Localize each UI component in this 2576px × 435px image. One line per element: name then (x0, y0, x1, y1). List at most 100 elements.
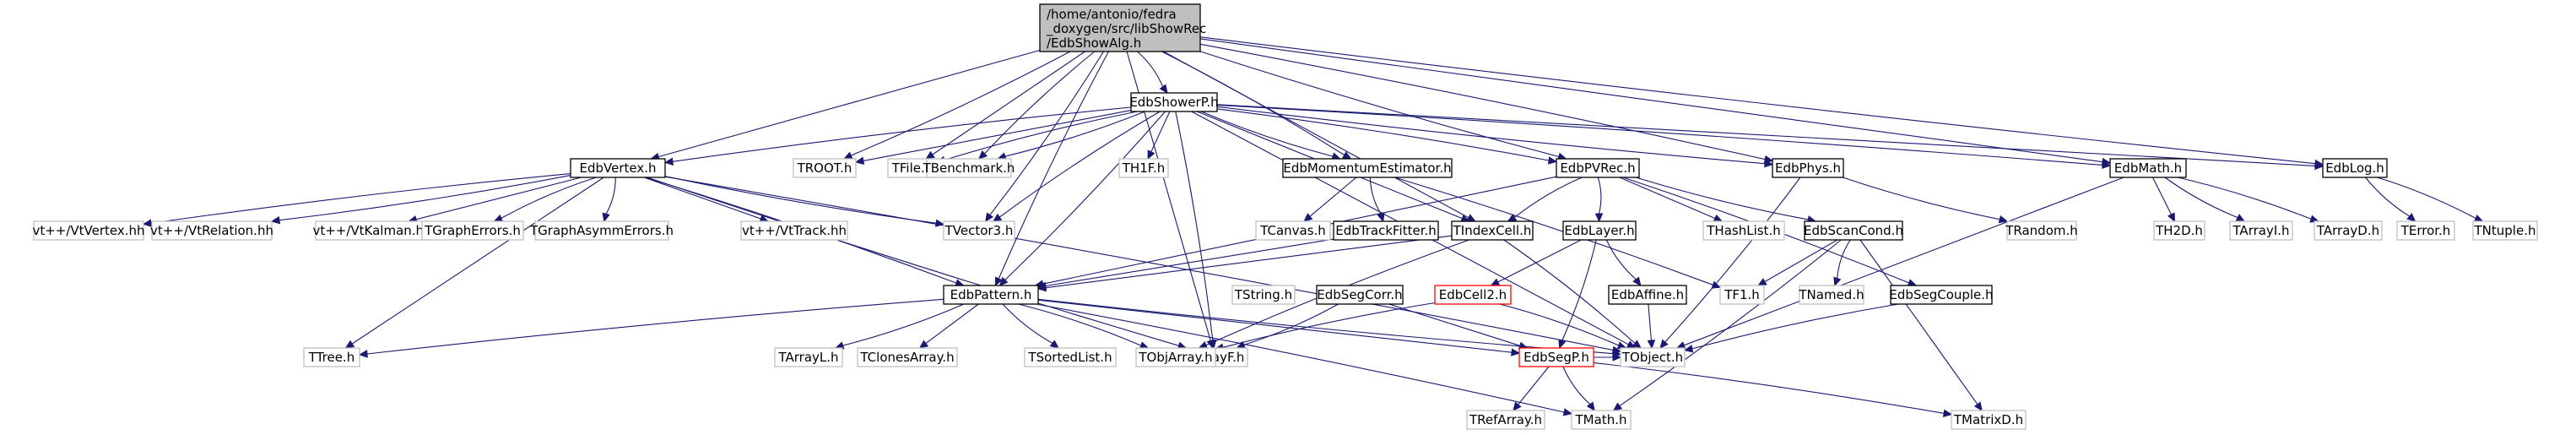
node-edbsegcorr-h[interactable]: EdbSegCorr.h (1316, 285, 1404, 305)
edge-edbshowalg-to-edbphys-h (1199, 43, 1774, 164)
node-label: EdbLayer.h (1564, 223, 1634, 238)
node-label: EdbVertex.h (579, 160, 656, 176)
edge-edbpattern-h-to-tclonesarray-h (918, 303, 979, 349)
node-tobject-h: TObject.h (1620, 347, 1686, 367)
node-label: TGraphErrors.h (424, 223, 521, 238)
node-vtpp-vtrelation-hh: vt++/VtRelation.hh (150, 220, 273, 241)
edge-edbshowalg-to-tvector3-h (985, 51, 1104, 223)
edge-edbshowerp-h-to-edbmath-h (1216, 104, 2112, 170)
node-label: TArrayD.h (2316, 223, 2379, 238)
node-label: TF1.h (1724, 287, 1760, 302)
node-label: TSortedList.h (1027, 350, 1112, 365)
node-edbshowerp-h[interactable]: EdbShowerP.h (1129, 92, 1219, 112)
node-tmatrixd-h: TMatrixD.h (1951, 410, 2027, 430)
node-label: vt++/VtKalman.hh (312, 223, 431, 238)
node-edbmomentumestimator-h[interactable]: EdbMomentumEstimator.h (1282, 158, 1453, 178)
edge-edbvertex-h-to-tgraphasymmerrors-h (602, 177, 616, 223)
node-label: TROOT.h (797, 160, 852, 176)
edge-edbcell2-h-to-tobject-h (1499, 303, 1627, 350)
node-edblayer-h[interactable]: EdbLayer.h (1562, 220, 1637, 241)
edge-edbshowerp-h-to-troot-h (854, 110, 1132, 165)
node-edbshowalg-h: /home/antonio/fedra_doxygen/src/libShowR… (1039, 3, 1206, 52)
edge-edblog-h-to-tntuple-h (2377, 177, 2484, 222)
node-terror-h: TError.h (2396, 220, 2455, 241)
node-tsortedlist-h: TSortedList.h (1024, 347, 1117, 367)
node-th2d-h: TH2D.h (2153, 220, 2205, 241)
edge-edbmomentumestimator-h-to-tcanvas-h (1303, 177, 1357, 222)
node-tbenchmark-h: TBenchmark.h (923, 158, 1015, 178)
edge-edbscancond-h-to-tnamed-h (1833, 239, 1851, 287)
node-edbsegp-h[interactable]: EdbSegP.h (1518, 347, 1594, 367)
edge-edbpattern-h-to-edbsegp-h (1037, 299, 1521, 356)
edge-edbshowerp-h-to-edbpvrec-h (1216, 108, 1558, 165)
node-edbvertex-h[interactable]: EdbVertex.h (570, 158, 666, 178)
node-label: TVector3.h (944, 223, 1014, 238)
node-label: EdbMomentumEstimator.h (1283, 160, 1451, 176)
node-edbphys-h[interactable]: EdbPhys.h (1772, 158, 1844, 178)
root-label-line: /EdbShowAlg.h (1047, 35, 1141, 51)
node-edblog-h[interactable]: EdbLog.h (2322, 158, 2388, 178)
node-edbsegcouple-h[interactable]: EdbSegCouple.h (1889, 285, 1994, 305)
node-label: TArrayL.h (777, 350, 838, 365)
node-tstring-h: TString.h (1231, 285, 1296, 305)
edge-edbsegp-h-to-tmatrixd-h (1593, 362, 1953, 417)
node-trefarray-h: TRefArray.h (1466, 410, 1545, 430)
edge-edbmomentumestimator-h-to-edbtrackfitter-h (1369, 177, 1385, 223)
edge-edbshowalg-to-tindexcell-h (1163, 51, 1476, 222)
node-label: TClonesArray.h (859, 350, 954, 365)
node-label: TH2D.h (2155, 223, 2203, 238)
edge-edblog-h-to-terror-h (2365, 177, 2416, 222)
node-edbtrackfitter-h[interactable]: EdbTrackFitter.h (1333, 220, 1439, 241)
node-edbaffine-h[interactable]: EdbAffine.h (1608, 285, 1687, 305)
edge-edbsegcorr-h-to-edbsegp-h (1388, 303, 1529, 350)
edge-edbpattern-h-to-tmath-h (1036, 303, 1573, 416)
edge-edbshowalg-to-edbshowerp-h (1137, 51, 1168, 94)
node-troot-h: TROOT.h (793, 158, 857, 178)
node-tvector3-h: TVector3.h (943, 220, 1015, 241)
node-label: TTree.h (308, 350, 354, 365)
node-label: EdbAffine.h (1611, 287, 1684, 302)
edge-edblayer-h-to-edbsegp-h (1558, 239, 1597, 350)
node-label: EdbLog.h (2325, 160, 2384, 176)
edge-edbvertex-h-to-ttree-h (344, 177, 604, 349)
node-label: TFile.h (891, 160, 934, 176)
node-edbmath-h[interactable]: EdbMath.h (2109, 158, 2187, 178)
edge-edbmath-h-to-th2d-h (2152, 177, 2176, 223)
node-tntuple-h: TNtuple.h (2472, 220, 2538, 241)
node-tclonesarray-h: TClonesArray.h (857, 347, 958, 367)
edge-edbshowalg-to-tfile-h (925, 51, 1085, 160)
node-edbcell2-h[interactable]: EdbCell2.h (1434, 285, 1512, 305)
node-label: TArrayI.h (2232, 223, 2289, 238)
edge-edblayer-h-to-edbcell2-h (1490, 239, 1582, 286)
edge-edbpattern-h-to-tarrayl-h (834, 303, 965, 350)
node-edbpvrec-h[interactable]: EdbPVRec.h (1556, 158, 1640, 178)
edge-edbvertex-h-to-vtpp-vtrelation-hh (270, 175, 571, 225)
edge-edbtrackfitter-h-to-edbpattern-h (1036, 238, 1334, 291)
edge-edbphys-h-to-tobject-h (1659, 177, 1801, 349)
node-label: TMatrixD.h (1953, 412, 2023, 427)
root-label-line: _doxygen/src/libShowRec (1046, 21, 1206, 37)
edge-edbpattern-h-to-ttree-h (358, 298, 944, 358)
node-tgraphasymmerrors-h: TGraphAsymmErrors.h (529, 220, 674, 241)
edge-edbpattern-h-to-tobjarray-h (1018, 303, 1150, 350)
edge-edbshowerp-h-to-edblog-h (1216, 104, 2324, 171)
node-edbpattern-h[interactable]: EdbPattern.h (943, 285, 1039, 305)
node-tf1-h: TF1.h (1719, 285, 1765, 305)
node-label: TString.h (1234, 287, 1292, 302)
node-label: TIndexCell.h (1453, 223, 1532, 238)
node-label: EdbSegCouple.h (1889, 287, 1993, 302)
edge-edbshowerp-h-to-th1f-h (1147, 111, 1171, 160)
node-tgrapherrors-h: TGraphErrors.h (421, 220, 524, 241)
node-tindexcell-h[interactable]: TIndexCell.h (1451, 220, 1534, 241)
edge-edbshowerp-h-to-tfile-h (935, 111, 1138, 165)
node-tarrayd-h: TArrayD.h (2314, 220, 2383, 241)
edge-edbpvrec-h-to-edbscancond-h (1635, 177, 1817, 224)
edge-edbmath-h-to-tarrayd-h (2178, 177, 2319, 223)
node-tmath-h: TMath.h (1571, 410, 1632, 430)
node-edbscancond-h[interactable]: EdbScanCond.h (1804, 220, 1903, 241)
edge-edbpattern-h-to-tsortedlist-h (1002, 303, 1059, 349)
edge-edbaffine-h-to-tobject-h (1647, 303, 1656, 350)
node-label: EdbScanCond.h (1804, 223, 1903, 238)
node-label: TCanvas.h (1259, 223, 1326, 238)
edge-edbscancond-h-to-tmatrixd-h (1859, 239, 1983, 412)
